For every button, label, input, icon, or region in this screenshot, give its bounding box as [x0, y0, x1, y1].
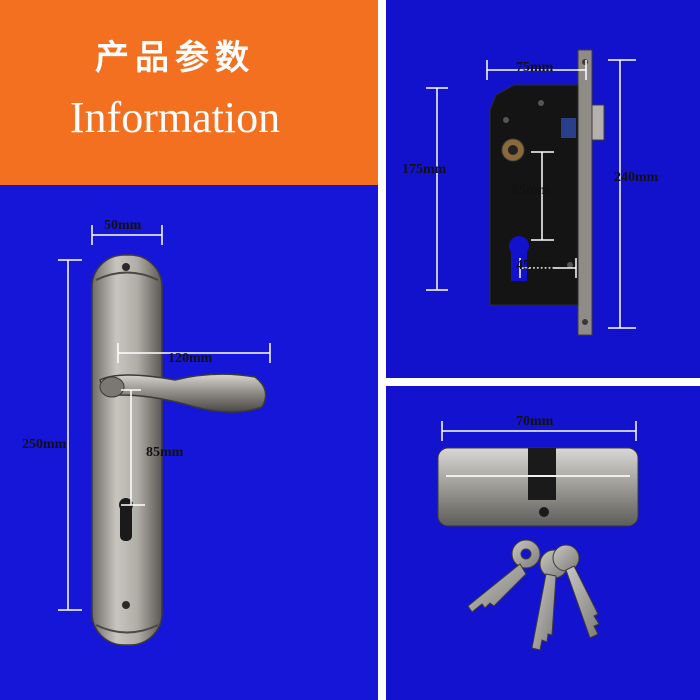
handle-height-label: 250mm [22, 437, 67, 452]
cylinder-drawing [437, 421, 639, 651]
lock-body-panel: 75mm 175mm 240mm 85mm 45mm [386, 0, 700, 378]
handle-width-label: 50mm [104, 218, 142, 233]
lock-width-label: 75mm [516, 60, 554, 75]
lock-faceplate-height-label: 240mm [614, 170, 659, 185]
door-handle-panel: 50mm 120mm 250mm 85mm [0, 185, 378, 700]
lock-center-distance-label: 85mm [512, 183, 550, 198]
key-set [467, 539, 600, 651]
lock-body-drawing [426, 49, 636, 336]
banner-title-english: Information [69, 93, 281, 142]
lock-body-height-label: 175mm [402, 162, 447, 177]
screw-hole-top [122, 263, 130, 271]
handle-center-distance-label: 85mm [146, 445, 184, 460]
information-banner: 产品参数 Information [0, 0, 378, 185]
door-handle-drawing [58, 225, 271, 646]
cylinder-length-label: 70mm [516, 414, 554, 429]
lock-faceplate [577, 49, 593, 336]
lock-backset-label: 45mm [516, 258, 554, 273]
handle-lever-length-label: 120mm [168, 351, 213, 366]
cylinder-panel: 70mm [386, 386, 700, 700]
screw-hole-bottom [122, 601, 130, 609]
banner-title-chinese: 产品参数 [95, 38, 255, 78]
